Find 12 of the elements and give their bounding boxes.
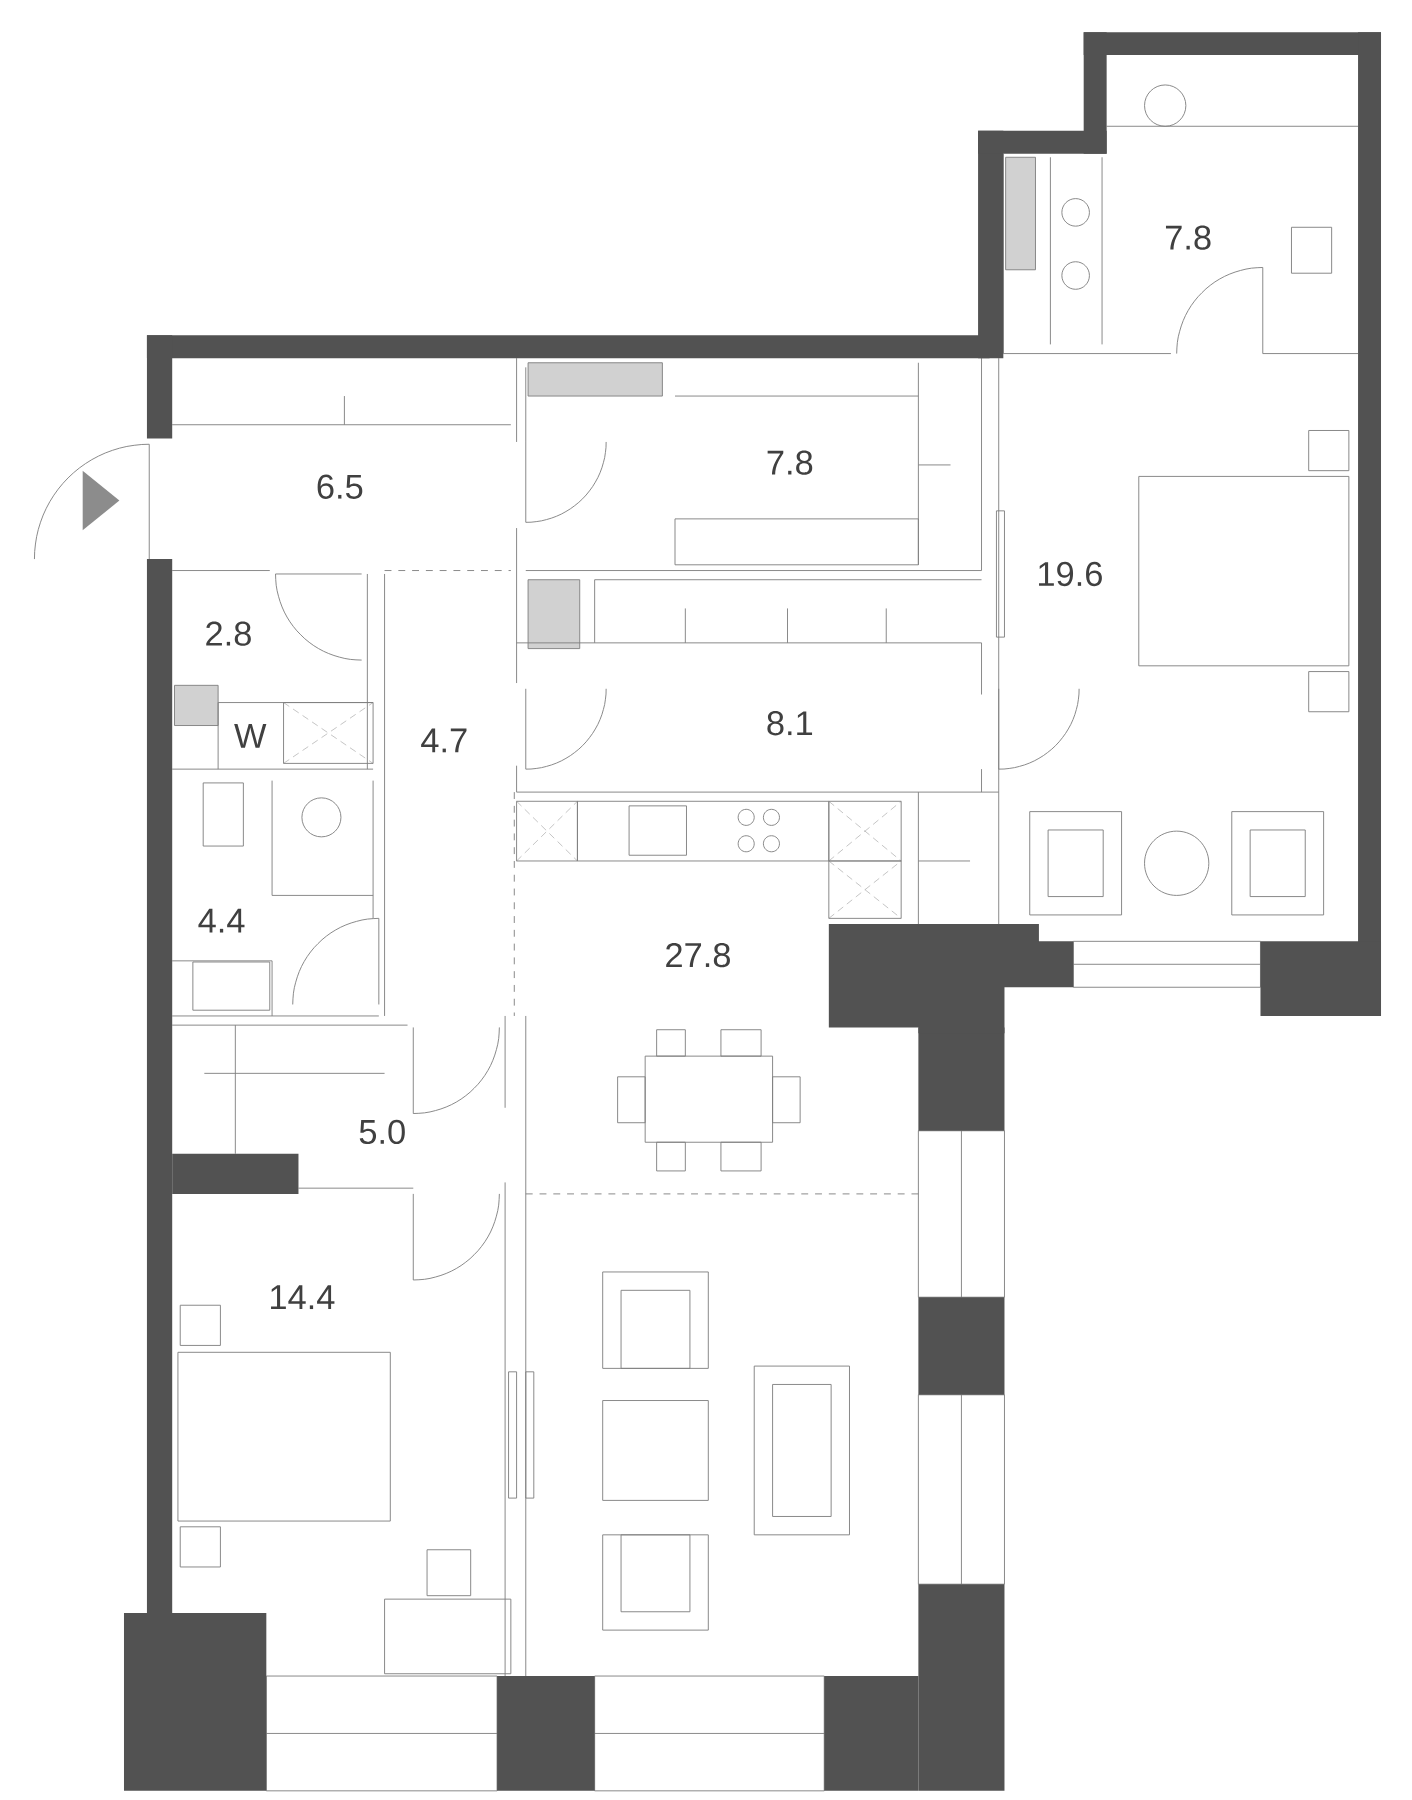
room-area: 5.0	[359, 1119, 405, 1145]
room-area: 19.6	[1039, 561, 1102, 587]
room-area: 7.8	[767, 450, 813, 475]
room-area: W	[234, 724, 267, 748]
room-area: 27.8	[666, 942, 730, 968]
room-area: 6.5	[317, 474, 363, 499]
room-area: 2.8	[206, 621, 251, 646]
room-area: 4.7	[421, 728, 467, 753]
room-area: 14.4	[271, 1285, 335, 1310]
room-area: 4.4	[198, 908, 245, 933]
room-area: 7.8	[1166, 225, 1211, 250]
room-area: 8.1	[767, 711, 813, 736]
